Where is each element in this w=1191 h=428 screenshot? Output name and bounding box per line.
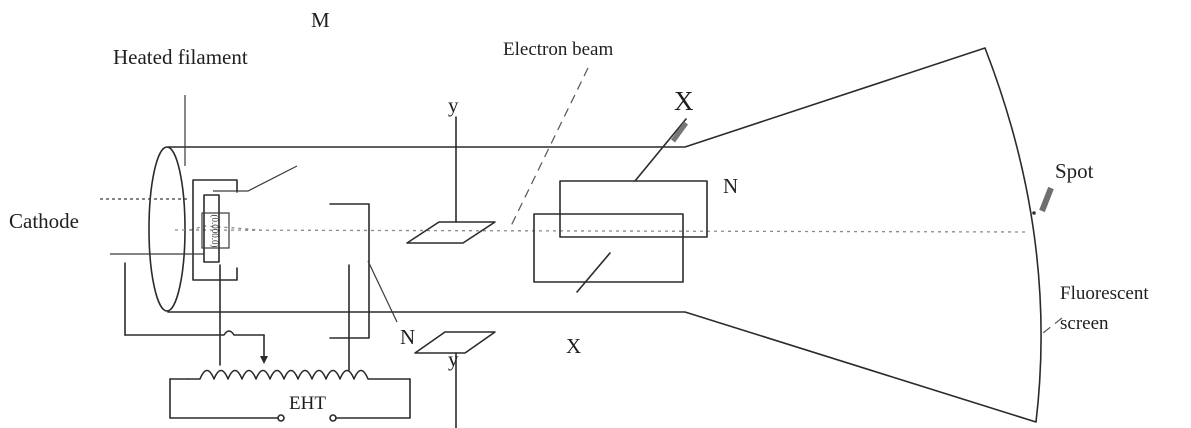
leader-fluorescent <box>1042 317 1063 334</box>
cathode-cup <box>203 194 220 263</box>
spot-point <box>1032 211 1036 215</box>
label-y-bottom: y <box>448 347 459 371</box>
wire-to-tap <box>124 330 265 336</box>
label-n-lower: N <box>400 325 416 349</box>
y-plate-bottom <box>414 331 496 354</box>
y-plate-top <box>406 221 496 244</box>
label-n-right: N <box>723 174 739 198</box>
label-y-top: y <box>448 93 459 117</box>
filament-housing <box>201 212 230 249</box>
tap-arrow-head <box>260 356 268 364</box>
eht-circuit <box>124 262 411 422</box>
tube-base <box>148 146 186 312</box>
cathode-assembly: (0.000.0) <box>192 179 238 281</box>
label-eht: EHT <box>289 393 326 414</box>
label-spot: Spot <box>1055 159 1094 183</box>
x-lead-top <box>634 118 687 182</box>
eht-terminal-left <box>277 414 285 422</box>
tube-outline <box>167 47 1042 423</box>
grid-cylinder <box>192 179 238 281</box>
electron-beam-axis <box>174 229 1029 233</box>
x-plate-back <box>559 180 708 238</box>
eht-terminal-right <box>329 414 337 422</box>
x-plate-front <box>533 213 684 283</box>
leader-lines <box>100 67 1063 334</box>
label-x-bottom: X <box>566 334 582 358</box>
label-heated-filament: Heated filament <box>113 45 248 69</box>
label-screen: screen <box>1060 313 1109 334</box>
x-label-accent <box>670 121 689 143</box>
x-lead-bottom <box>576 252 611 293</box>
leader-n-lower <box>367 260 398 323</box>
filament-coil: (0.000.0) <box>210 215 220 248</box>
tube-envelope <box>148 47 1042 423</box>
label-fluorescent: Fluorescent <box>1060 283 1149 304</box>
eht-coil <box>187 369 411 380</box>
leader-electron-beam <box>509 67 589 229</box>
eht-loop-right <box>335 378 411 419</box>
label-m: M <box>311 8 330 32</box>
eht-loop-left <box>169 378 279 419</box>
beam-source <box>189 225 261 231</box>
x-plates <box>533 118 708 293</box>
y-plates <box>406 116 496 428</box>
spot-mark <box>1039 186 1054 213</box>
leader-m <box>213 165 298 192</box>
label-cathode: Cathode <box>9 209 79 233</box>
label-electron-beam: Electron beam <box>503 39 614 60</box>
label-x-top: X <box>674 86 694 116</box>
